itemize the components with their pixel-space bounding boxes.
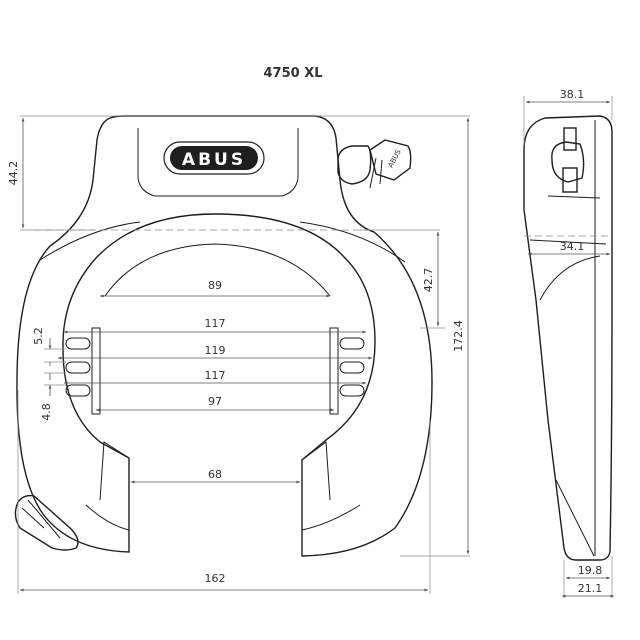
side-inner-line-4 bbox=[555, 479, 595, 557]
side-inner-line-3 bbox=[539, 255, 601, 301]
lock-body-outline bbox=[16, 115, 433, 557]
key-icon: ABUS bbox=[337, 139, 412, 189]
side-body-outline bbox=[523, 115, 613, 561]
dim-inner-117-top: 117 bbox=[205, 317, 226, 330]
abus-logo: ABUS bbox=[163, 141, 265, 175]
side-view: 38.1 34.1 19.8 21.1 bbox=[523, 88, 615, 598]
front-view: ABUS ABUS 44.2 42.7 bbox=[7, 115, 470, 594]
right-pin-slots bbox=[339, 337, 365, 397]
dim-inner-119: 119 bbox=[205, 344, 226, 357]
dim-side-bottom-21-1: 21.1 bbox=[578, 582, 603, 595]
dim-side-bottom-19-8: 19.8 bbox=[578, 564, 603, 577]
dim-slot-5-2: 5.2 bbox=[32, 327, 45, 345]
dim-slot-4-8: 4.8 bbox=[40, 403, 53, 421]
svg-text:ABUS: ABUS bbox=[182, 150, 246, 170]
cable-socket-icon bbox=[14, 494, 79, 551]
right-shackle-leg bbox=[301, 441, 331, 501]
dim-inner-89: 89 bbox=[208, 279, 222, 292]
housing-inner-contour bbox=[137, 128, 299, 197]
pin-slot bbox=[65, 337, 91, 350]
pin-slot bbox=[339, 384, 365, 397]
dim-opening-68: 68 bbox=[208, 468, 222, 481]
dim-side-mid-depth: 34.1 bbox=[560, 240, 585, 253]
side-inner-line-2 bbox=[529, 195, 607, 245]
dim-total-height: 172.4 bbox=[452, 320, 465, 352]
left-inner-plate bbox=[91, 327, 101, 415]
svg-text:ABUS: ABUS bbox=[387, 148, 403, 169]
side-cylinder-icon bbox=[551, 127, 585, 193]
ring-lower-contour bbox=[85, 504, 361, 531]
pin-slot bbox=[65, 361, 91, 374]
dim-upper-ring: 42.7 bbox=[422, 268, 435, 293]
dim-inner-97: 97 bbox=[208, 395, 222, 408]
dim-top-housing: 44.2 bbox=[7, 161, 20, 186]
product-title: 4750 XL bbox=[263, 66, 322, 81]
ring-inner-edge bbox=[104, 243, 331, 297]
dim-side-top-depth: 38.1 bbox=[560, 88, 585, 101]
left-shackle-leg bbox=[99, 441, 130, 501]
dim-total-width: 162 bbox=[205, 572, 226, 585]
ring-upper-contour bbox=[39, 221, 406, 263]
dim-inner-117-bottom: 117 bbox=[205, 369, 226, 382]
right-inner-plate bbox=[329, 327, 339, 415]
pin-slot bbox=[339, 337, 365, 350]
pin-slot bbox=[65, 384, 91, 397]
pin-slot bbox=[339, 361, 365, 374]
left-pin-slots bbox=[65, 337, 91, 397]
